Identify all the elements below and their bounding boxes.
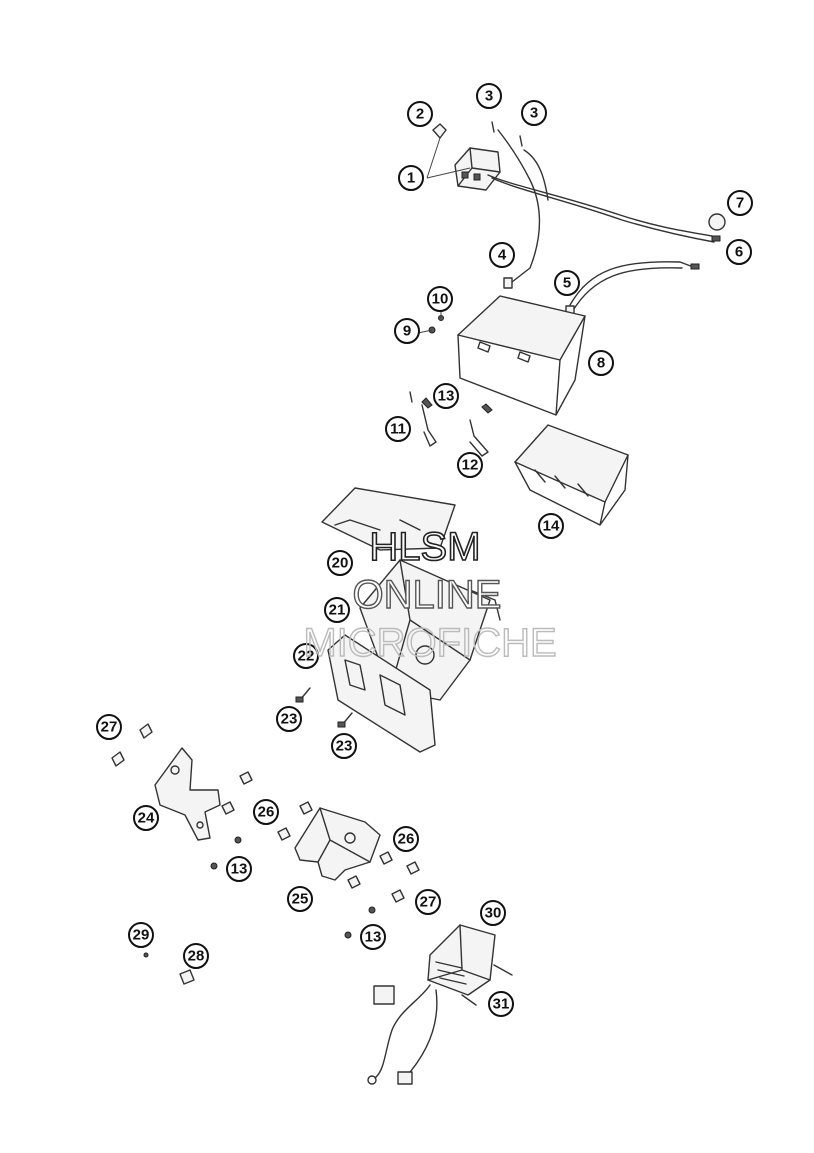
callout: 11	[385, 416, 411, 442]
battery-terminals	[409, 391, 493, 457]
callout: 8	[588, 350, 614, 376]
callout-label: 29	[133, 927, 150, 944]
callout-label: 24	[138, 810, 155, 827]
callout-label: 31	[493, 996, 510, 1013]
callout: 20	[327, 550, 353, 576]
starter-relay	[432, 123, 501, 191]
watermark-line-1: HLSM	[369, 525, 480, 569]
callout-label: 20	[332, 555, 349, 572]
callout-label: 26	[398, 831, 415, 848]
callout-label: 27	[101, 719, 118, 736]
callout: 26	[393, 826, 419, 852]
callout: 25	[287, 886, 313, 912]
callout-label: 21	[329, 602, 346, 619]
callout: 9	[394, 318, 420, 344]
callout-label: 23	[336, 738, 353, 755]
callout: 3	[476, 83, 502, 109]
callout: 23	[331, 733, 357, 759]
callout-label: 27	[420, 894, 437, 911]
callout-label: 13	[438, 388, 455, 405]
callout-label: 26	[258, 804, 275, 821]
callout: 13	[226, 856, 252, 882]
callout: 13	[433, 383, 459, 409]
callout: 30	[480, 900, 506, 926]
callout-label: 3	[530, 105, 538, 122]
callout-label: 8	[597, 355, 605, 372]
callout-label: 22	[298, 648, 315, 665]
callout-label: 6	[735, 244, 743, 261]
callout: 23	[276, 706, 302, 732]
callout: 12	[457, 452, 483, 478]
voltage-regulator	[367, 924, 513, 1085]
cable-harness	[487, 121, 726, 317]
callout: 29	[128, 922, 154, 948]
callout-label: 12	[462, 457, 479, 474]
callout: 26	[253, 799, 279, 825]
callout: 5	[554, 270, 580, 296]
callout-label: 13	[365, 929, 382, 946]
callout: 28	[183, 943, 209, 969]
callout: 2	[407, 101, 433, 127]
callout: 7	[727, 190, 753, 216]
callout-label: 2	[416, 106, 424, 123]
callout-label: 5	[563, 275, 571, 292]
battery-holder	[321, 487, 501, 753]
callout: 22	[293, 643, 319, 669]
callout-label: 4	[498, 247, 507, 264]
callout-label: 25	[292, 891, 309, 908]
callout-label: 14	[543, 518, 560, 535]
callout-label: 3	[485, 88, 493, 105]
callout: 10	[427, 286, 453, 312]
callout: 21	[324, 597, 350, 623]
bracket-25	[294, 807, 381, 881]
callout: 1	[398, 165, 424, 191]
hardware-small	[143, 771, 420, 985]
watermark-line-3: MICROFICHE	[303, 621, 556, 665]
callout-label: 1	[407, 170, 415, 187]
callout: 4	[489, 242, 515, 268]
battery-tray	[514, 424, 629, 526]
leader-lines	[417, 137, 471, 334]
callout-label: 11	[390, 421, 406, 438]
callout: 31	[488, 991, 514, 1017]
callout-label: 7	[736, 195, 744, 212]
callout: 27	[96, 714, 122, 740]
watermark: HLSM ONLINE MICROFICHE	[303, 524, 558, 666]
callout: 6	[726, 239, 752, 265]
callout-label: 23	[281, 711, 298, 728]
callout: 24	[133, 805, 159, 831]
bracket-24	[111, 723, 221, 841]
callout: 27	[415, 889, 441, 915]
callout-label: 10	[432, 291, 449, 308]
watermark-line-2: ONLINE	[353, 573, 502, 617]
callout-label: 28	[188, 948, 205, 965]
callout-label: 9	[403, 323, 411, 340]
callout: 13	[360, 924, 386, 950]
callout-label: 13	[231, 861, 248, 878]
callout: 3	[521, 100, 547, 126]
callout: 14	[538, 513, 564, 539]
screws-23	[295, 687, 353, 728]
callout-label: 30	[485, 905, 502, 922]
